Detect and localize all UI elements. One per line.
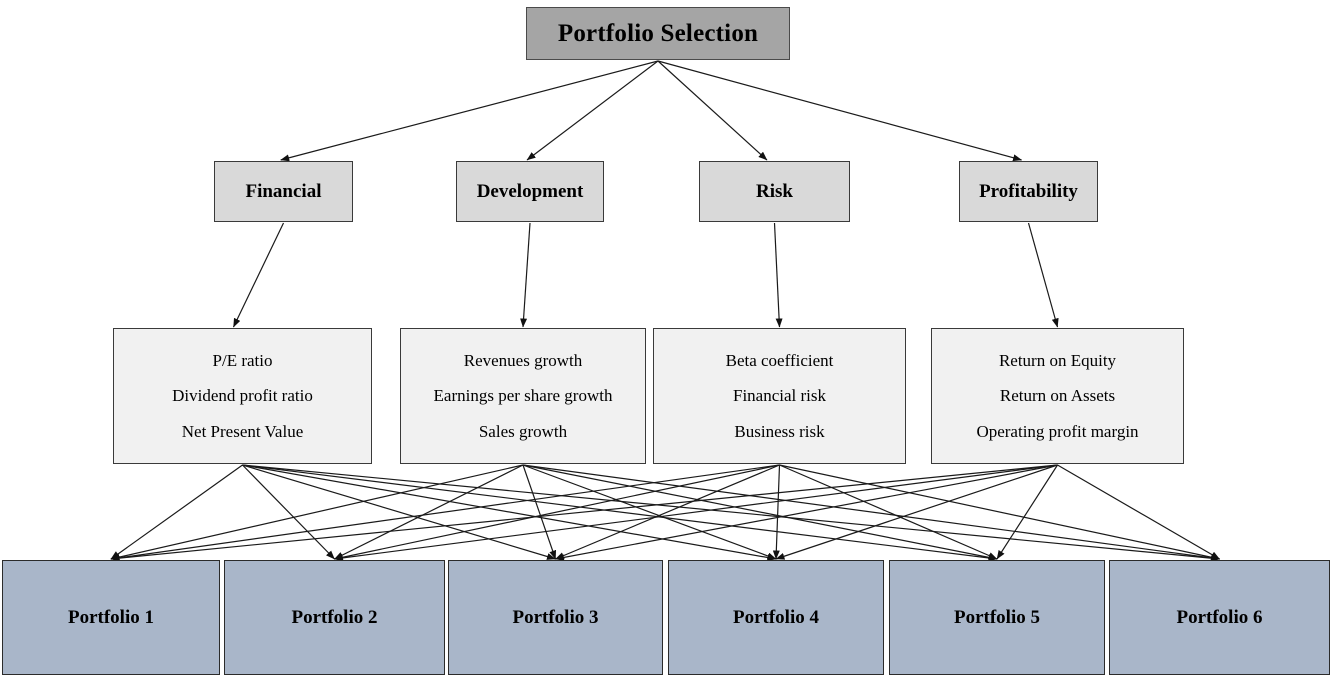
- node-portfolio-4[interactable]: Portfolio 4: [668, 560, 884, 675]
- node-portfolio-2[interactable]: Portfolio 2: [224, 560, 445, 675]
- edge-criteria-financial-to-portfolio-2: [242, 464, 335, 560]
- edge-root-to-dimension-profitability: [657, 60, 1023, 162]
- edge-criteria-risk-to-portfolio-3: [555, 464, 780, 560]
- portfolio-label: Portfolio 5: [953, 606, 1040, 628]
- node-dimension-profitability[interactable]: Profitability: [959, 161, 1098, 222]
- edge-criteria-development-to-portfolio-6: [522, 464, 1220, 562]
- edge-criteria-risk-to-portfolio-2: [334, 464, 780, 561]
- criteria-item: Earnings per share growth: [433, 386, 613, 406]
- edge-criteria-risk-to-portfolio-1: [110, 464, 780, 562]
- portfolio-label: Portfolio 6: [1176, 606, 1263, 628]
- edge-criteria-financial-to-portfolio-6: [242, 464, 1220, 562]
- edge-criteria-profitability-to-portfolio-6: [1057, 464, 1220, 560]
- criteria-item: Financial risk: [732, 386, 826, 406]
- criteria-item: Return on Equity: [998, 350, 1117, 370]
- edge-dimension-risk-to-criteria: [773, 222, 783, 328]
- edge-criteria-financial-to-portfolio-3: [242, 464, 556, 560]
- dimension-label: Financial: [245, 180, 322, 202]
- node-criteria-financial[interactable]: P/E ratio Dividend profit ratio Net Pres…: [113, 328, 372, 464]
- edge-dimension-financial-to-criteria: [232, 222, 285, 328]
- dimension-label: Development: [476, 180, 584, 202]
- node-portfolio-5[interactable]: Portfolio 5: [889, 560, 1105, 675]
- node-portfolio-1[interactable]: Portfolio 1: [2, 560, 220, 675]
- edge-criteria-financial-to-portfolio-5: [242, 464, 998, 562]
- edge-root-to-dimension-development: [526, 60, 659, 161]
- portfolio-label: Portfolio 3: [512, 606, 599, 628]
- criteria-item: Business risk: [734, 421, 825, 441]
- edge-criteria-profitability-to-portfolio-1: [110, 464, 1058, 562]
- criteria-item: Return on Assets: [999, 386, 1116, 406]
- edge-criteria-financial-to-portfolio-4: [242, 464, 777, 561]
- portfolio-label: Portfolio 2: [291, 606, 378, 628]
- edge-root-to-dimension-risk: [657, 60, 768, 161]
- edge-criteria-profitability-to-portfolio-3: [555, 464, 1058, 561]
- criteria-item: Revenues growth: [463, 350, 583, 370]
- portfolio-label: Portfolio 4: [732, 606, 819, 628]
- node-dimension-development[interactable]: Development: [456, 161, 604, 222]
- edge-criteria-development-to-portfolio-5: [522, 464, 998, 561]
- edge-criteria-development-to-portfolio-4: [522, 464, 777, 560]
- node-portfolio-6[interactable]: Portfolio 6: [1109, 560, 1330, 675]
- node-dimension-financial[interactable]: Financial: [214, 161, 353, 222]
- root-label: Portfolio Selection: [557, 19, 759, 47]
- edge-criteria-development-to-portfolio-3: [522, 464, 557, 560]
- node-criteria-risk[interactable]: Beta coefficient Financial risk Business…: [653, 328, 906, 464]
- edge-root-to-dimension-financial: [280, 60, 659, 162]
- portfolio-label: Portfolio 1: [67, 606, 154, 628]
- node-root-portfolio-selection[interactable]: Portfolio Selection: [526, 7, 790, 60]
- criteria-item: P/E ratio: [212, 350, 273, 370]
- edge-criteria-development-to-portfolio-1: [110, 464, 524, 561]
- node-portfolio-3[interactable]: Portfolio 3: [448, 560, 663, 675]
- criteria-item: Beta coefficient: [725, 350, 834, 370]
- criteria-item: Operating profit margin: [976, 421, 1139, 441]
- edge-criteria-financial-to-portfolio-1: [110, 464, 243, 560]
- criteria-item: Sales growth: [478, 421, 568, 441]
- edge-criteria-risk-to-portfolio-6: [779, 464, 1220, 561]
- criteria-item: Dividend profit ratio: [172, 386, 313, 406]
- criteria-item: Net Present Value: [181, 421, 304, 441]
- dimension-label: Profitability: [979, 180, 1078, 202]
- dimension-label: Risk: [756, 180, 793, 202]
- node-dimension-risk[interactable]: Risk: [699, 161, 850, 222]
- edge-criteria-profitability-to-portfolio-2: [334, 464, 1058, 562]
- edge-dimension-development-to-criteria: [520, 222, 531, 328]
- edge-dimension-profitability-to-criteria: [1027, 222, 1059, 328]
- edge-criteria-development-to-portfolio-2: [334, 464, 524, 560]
- edge-criteria-risk-to-portfolio-4: [772, 464, 781, 560]
- edge-criteria-risk-to-portfolio-5: [779, 464, 998, 560]
- node-criteria-profitability[interactable]: Return on Equity Return on Assets Operat…: [931, 328, 1184, 464]
- edge-criteria-profitability-to-portfolio-5: [996, 464, 1059, 560]
- node-criteria-development[interactable]: Revenues growth Earnings per share growt…: [400, 328, 646, 464]
- edge-criteria-profitability-to-portfolio-4: [775, 464, 1058, 560]
